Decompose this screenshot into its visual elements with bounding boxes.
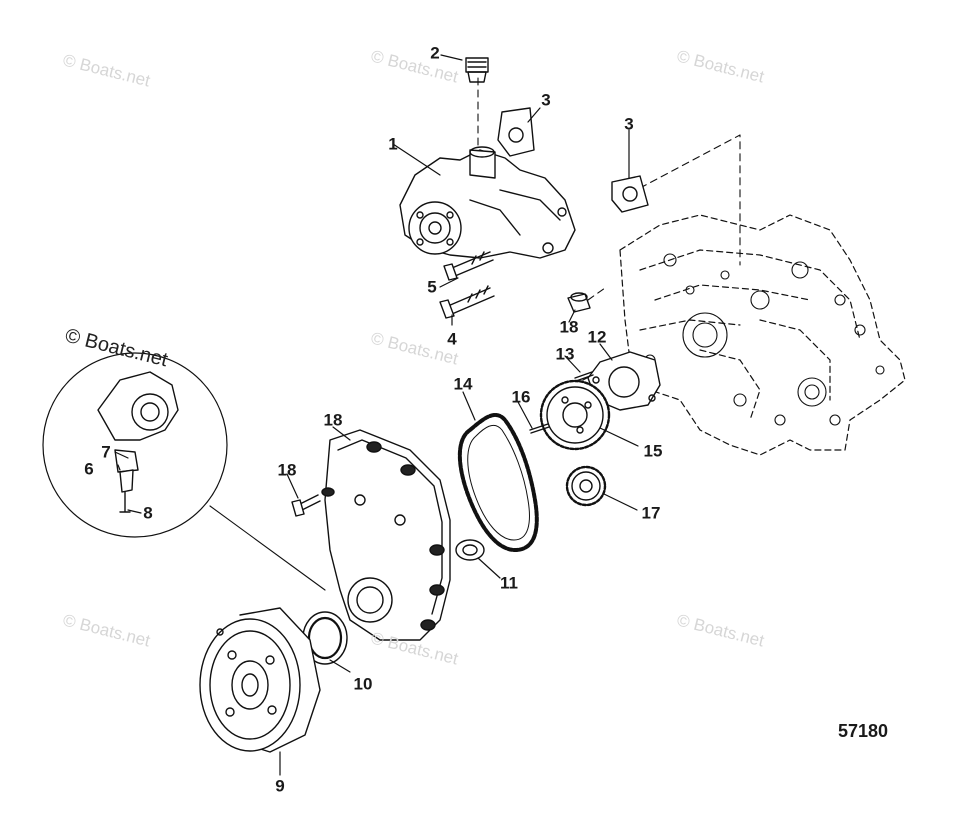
callout-18: 18 — [277, 460, 297, 480]
cover-bolt — [291, 494, 321, 517]
callout-9: 9 — [275, 776, 285, 796]
callout-15: 15 — [643, 441, 663, 461]
water-pump-gasket-lower — [611, 175, 649, 213]
callout-8: 8 — [143, 503, 153, 523]
pump-bolt-short — [443, 251, 494, 281]
callout-1: 1 — [388, 134, 398, 154]
pipe-plug — [465, 57, 489, 83]
callout-11: 11 — [500, 573, 518, 593]
timing-cover — [321, 429, 451, 641]
camshaft-sprocket — [539, 379, 611, 451]
crankshaft-sprocket — [565, 465, 607, 507]
water-pump-gasket-upper — [497, 107, 535, 157]
callout-14: 14 — [453, 374, 473, 394]
harmonic-balancer — [199, 607, 321, 753]
callout-3: 3 — [541, 90, 551, 110]
engine-block-details — [644, 253, 885, 426]
callout-7: 7 — [101, 442, 111, 462]
water-pump — [399, 146, 576, 259]
callout-16: 16 — [511, 387, 531, 407]
figure-number: 57180 — [838, 721, 889, 741]
camshaft-thrust-plate — [587, 351, 661, 411]
callout-10: 10 — [353, 674, 373, 694]
callout-4: 4 — [447, 329, 457, 349]
callout-18: 18 — [559, 317, 579, 337]
crankshaft-washer — [455, 539, 485, 561]
callout-12: 12 — [587, 327, 607, 347]
sprocket-bolt-16 — [529, 423, 550, 434]
callout-3: 3 — [624, 114, 634, 134]
callout-2: 2 — [430, 43, 440, 63]
pump-bolt-long — [439, 285, 495, 319]
sprocket-bolt-13 — [574, 371, 594, 382]
callout-17: 17 — [641, 503, 661, 523]
sensor-detail-inset — [42, 352, 228, 538]
callout-6: 6 — [84, 459, 94, 479]
callout-13: 13 — [555, 344, 575, 364]
timing-nut-upper — [567, 292, 591, 313]
callout-18: 18 — [323, 410, 343, 430]
timing-chain — [457, 413, 539, 552]
inset-leader — [209, 505, 326, 591]
callout-5: 5 — [427, 277, 437, 297]
leader-lines — [114, 54, 639, 776]
